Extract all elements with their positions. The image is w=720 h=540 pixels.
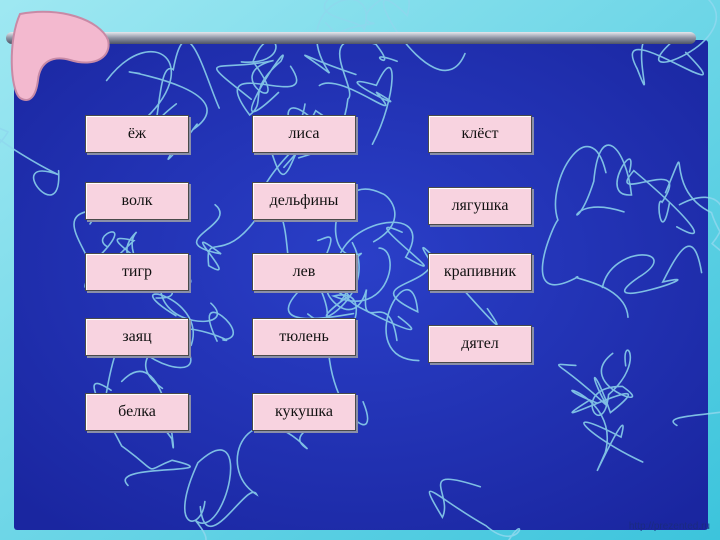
word-card[interactable]: лиса — [252, 115, 356, 153]
squiggle — [664, 161, 720, 252]
squiggle — [236, 54, 298, 117]
squiggle — [304, 0, 368, 76]
squiggle — [151, 293, 235, 347]
word-label: лиса — [288, 125, 320, 142]
word-label: заяц — [122, 328, 152, 345]
word-card[interactable]: лягушка — [428, 187, 532, 225]
word-label: клёст — [461, 125, 499, 142]
word-label: кукушка — [274, 403, 334, 420]
squiggle — [318, 66, 393, 145]
word-label: лягушка — [451, 197, 509, 214]
footer-link[interactable]: http://prezented.ru — [628, 521, 710, 532]
squiggle — [385, 247, 498, 362]
squiggle — [631, 0, 717, 86]
word-card[interactable]: клёст — [428, 115, 532, 153]
word-card[interactable]: тигр — [85, 253, 189, 291]
word-label: лев — [292, 263, 316, 280]
word-card[interactable]: ёж — [85, 115, 189, 153]
word-card[interactable]: волк — [85, 182, 189, 220]
word-label: крапивник — [443, 263, 517, 280]
word-label: белка — [118, 403, 156, 420]
word-card[interactable]: дельфины — [252, 182, 356, 220]
squiggle — [216, 40, 277, 100]
squiggle — [626, 169, 695, 235]
word-label: тигр — [121, 263, 153, 280]
squiggle — [541, 145, 629, 318]
squiggle — [601, 245, 703, 295]
squiggle — [325, 221, 425, 318]
squiggle — [195, 203, 260, 271]
word-label: дятел — [461, 335, 499, 352]
word-label: ёж — [127, 125, 147, 142]
word-label: дельфины — [269, 192, 339, 209]
hook-decoration — [10, 10, 110, 101]
word-card[interactable]: дятел — [428, 325, 532, 363]
squiggle — [576, 144, 633, 216]
squiggle — [326, 287, 413, 342]
squiggle — [428, 478, 521, 540]
word-label: тюлень — [279, 328, 329, 345]
squiggle — [0, 127, 60, 196]
word-card[interactable]: кукушка — [252, 393, 356, 431]
word-card[interactable]: заяц — [85, 318, 189, 356]
squiggle — [557, 363, 629, 414]
word-card[interactable]: крапивник — [428, 253, 532, 291]
squiggle — [571, 389, 644, 471]
word-card[interactable]: белка — [85, 393, 189, 431]
hanger-rod — [6, 32, 696, 44]
squiggle — [672, 411, 720, 427]
word-label: волк — [121, 192, 153, 209]
word-card[interactable]: лев — [252, 253, 356, 291]
word-card[interactable]: тюлень — [252, 318, 356, 356]
squiggle — [184, 449, 232, 540]
